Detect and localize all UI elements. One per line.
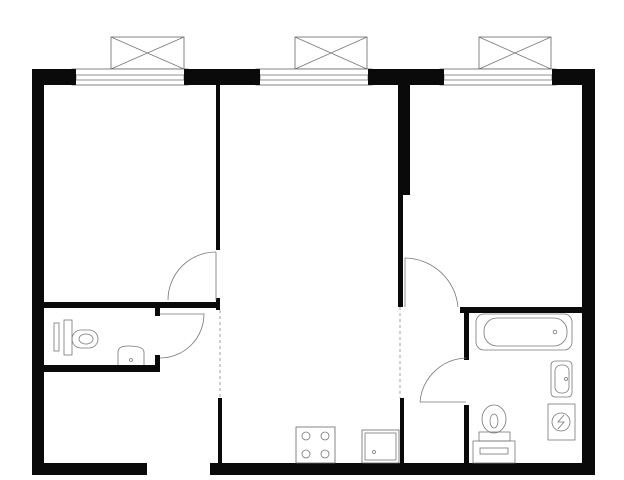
ac-unit-left	[110, 36, 185, 70]
ac-unit-right	[478, 36, 552, 70]
kitchen-sink	[361, 429, 400, 464]
bathroom-cabinet	[472, 440, 516, 464]
washing-machine	[547, 403, 576, 441]
window-middle	[255, 68, 373, 86]
window-right	[439, 68, 557, 86]
walls	[32, 69, 595, 475]
bathroom-toilet	[478, 404, 511, 442]
door-left-bedroom[interactable]	[167, 251, 217, 301]
kitchen-stove	[295, 426, 336, 464]
door-bathroom[interactable]	[419, 357, 467, 403]
window-left	[71, 68, 189, 86]
wc-toilet	[53, 319, 99, 356]
bathroom-sink	[550, 360, 573, 398]
ac-unit-middle	[294, 36, 368, 70]
door-wc[interactable]	[159, 313, 205, 359]
wc-sink	[117, 345, 145, 365]
door-right-bedroom[interactable]	[404, 257, 459, 308]
bathtub	[475, 313, 573, 351]
